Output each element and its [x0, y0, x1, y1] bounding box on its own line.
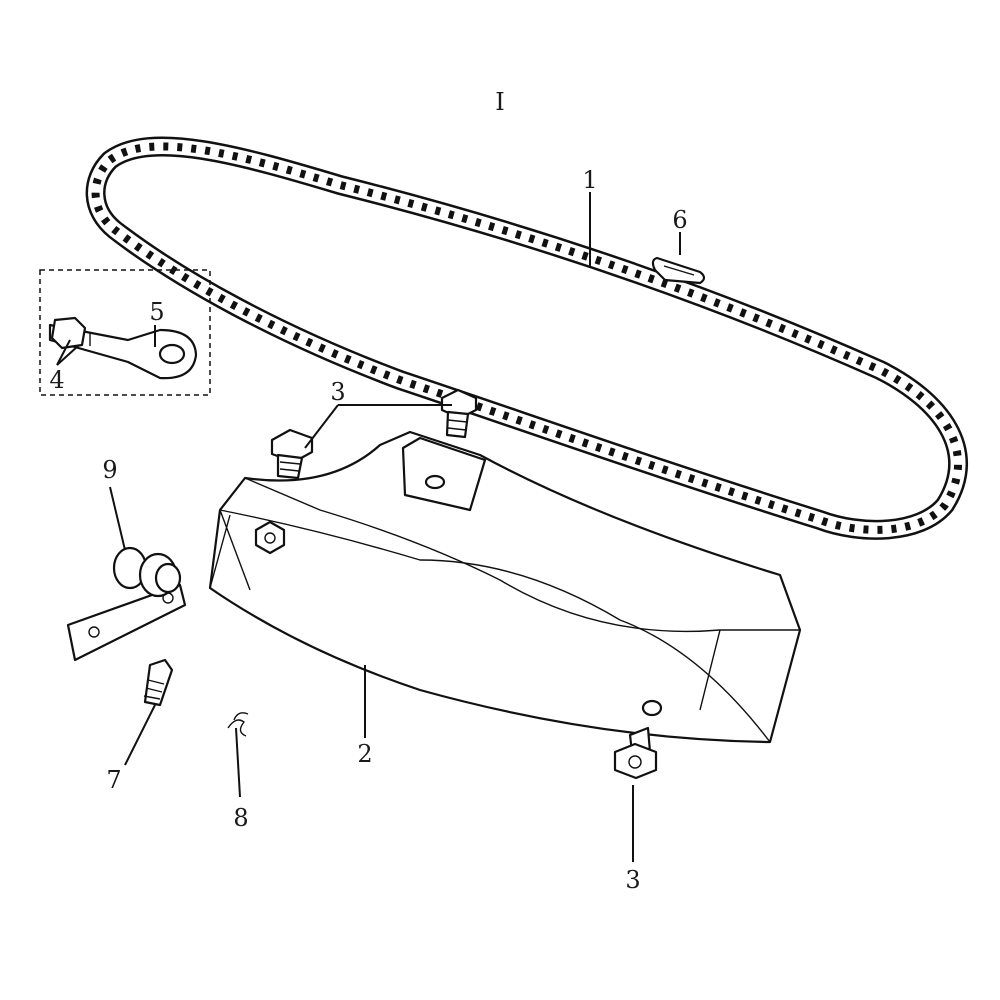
leader-lines	[56, 192, 681, 862]
section-label: I	[495, 88, 504, 116]
callout-2: 2	[357, 740, 372, 768]
spring	[227, 712, 249, 737]
chain-guard	[208, 430, 802, 744]
chain	[85, 136, 969, 540]
bolt-upper-left	[270, 428, 314, 480]
chain-link-fill	[88, 138, 966, 538]
callout-3-lower: 3	[625, 866, 640, 894]
bolt-upper-right	[440, 388, 478, 439]
callout-8: 8	[233, 804, 248, 832]
nut	[50, 316, 87, 350]
callout-3-upper: 3	[330, 378, 345, 406]
callout-5: 5	[149, 298, 164, 326]
callout-1: 1	[582, 166, 597, 194]
callout-9: 9	[102, 456, 117, 484]
callout-4: 4	[49, 366, 64, 394]
chain-loop-outline	[85, 136, 969, 540]
tensioner-bolt	[143, 658, 174, 707]
master-link-clip	[651, 256, 706, 285]
callout-6: 6	[672, 206, 687, 234]
tensioner-roller	[66, 546, 187, 662]
bolt-lower	[613, 726, 658, 780]
callout-7: 7	[106, 766, 121, 794]
detail-box	[39, 269, 211, 396]
